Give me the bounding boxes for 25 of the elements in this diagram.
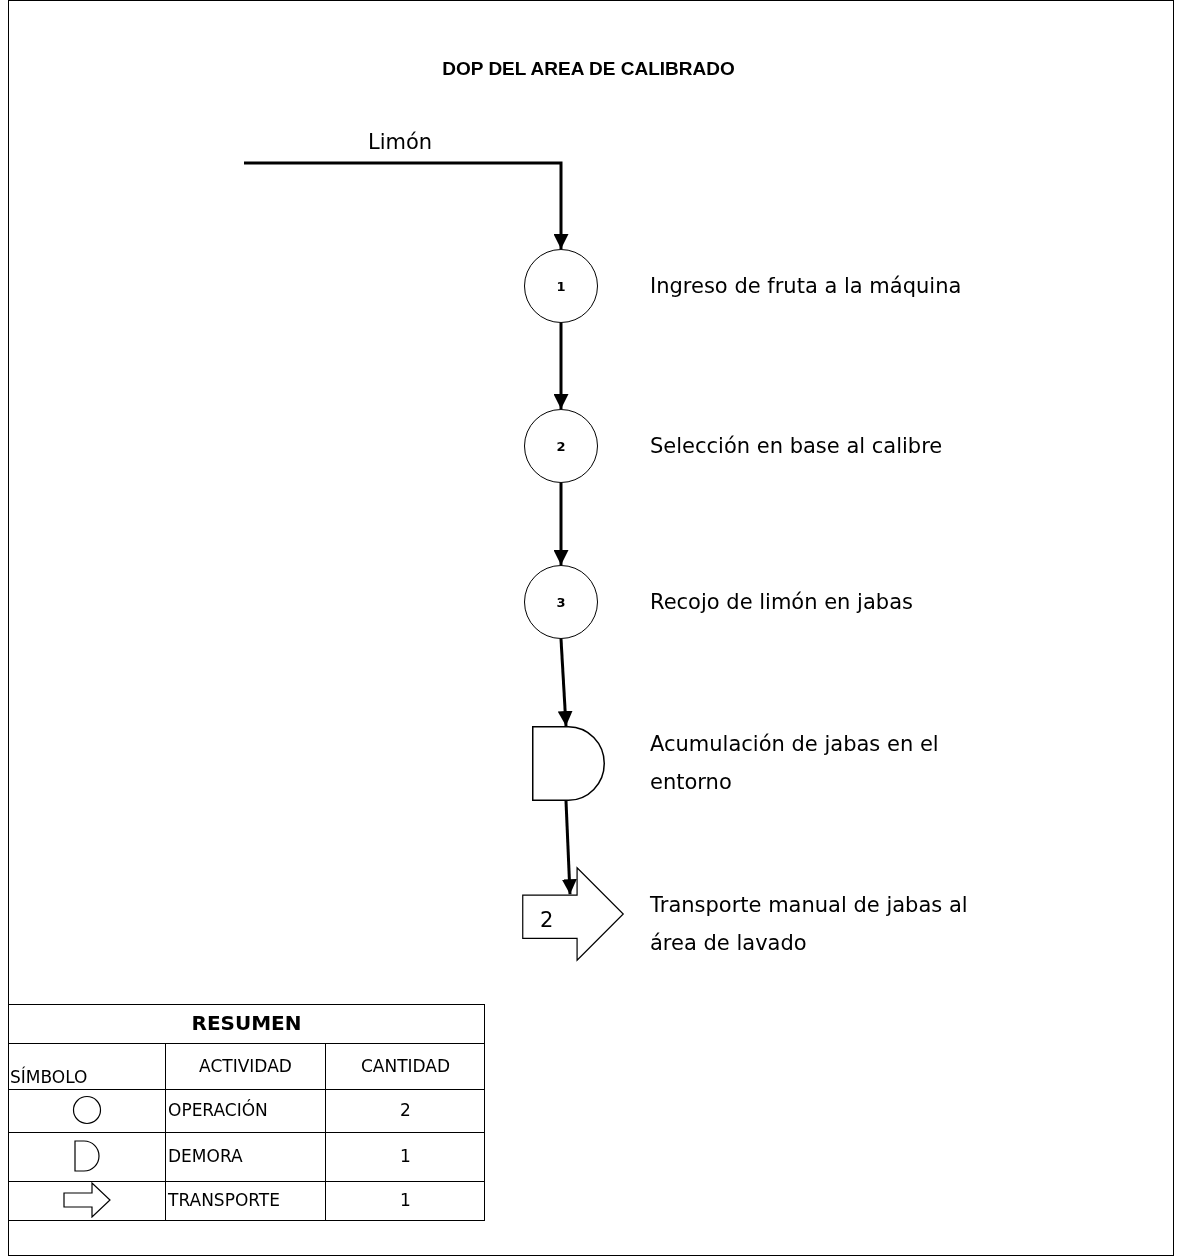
table-title: RESUMEN	[8, 1005, 485, 1044]
step-number: 1	[556, 278, 566, 294]
step-description: Selección en base al calibre	[650, 433, 944, 460]
arrow	[553, 323, 569, 409]
step-description: Recojo de limón en jabas	[650, 589, 914, 616]
step-description: Ingreso de fruta a la máquina	[650, 273, 963, 300]
arrow	[553, 483, 569, 565]
table-cell: TRANSPORTE	[165, 1182, 325, 1221]
step-number: 3	[556, 594, 566, 610]
step-number: 2	[556, 438, 566, 454]
arrow	[561, 800, 577, 895]
step-description: Transporte manual de jabas al área de lavado	[650, 892, 969, 957]
table-cell: OPERACIÓN	[165, 1090, 325, 1133]
step-description: Acumulación de jabas en el entorno	[650, 731, 940, 796]
arrow	[244, 161, 569, 249]
arrow	[557, 638, 573, 727]
column-header: ACTIVIDAD	[165, 1044, 325, 1090]
table-cell: 2	[325, 1090, 485, 1133]
table-cell: DEMORA	[165, 1133, 325, 1182]
table-cell: 1	[325, 1182, 485, 1221]
table-cell: 1	[325, 1133, 485, 1182]
diagram-title: DOP DEL AREA DE CALIBRADO	[441, 58, 736, 80]
step-number: 2	[540, 908, 554, 932]
column-header: CANTIDAD	[325, 1044, 485, 1090]
column-header: SÍMBOLO	[8, 1044, 165, 1090]
